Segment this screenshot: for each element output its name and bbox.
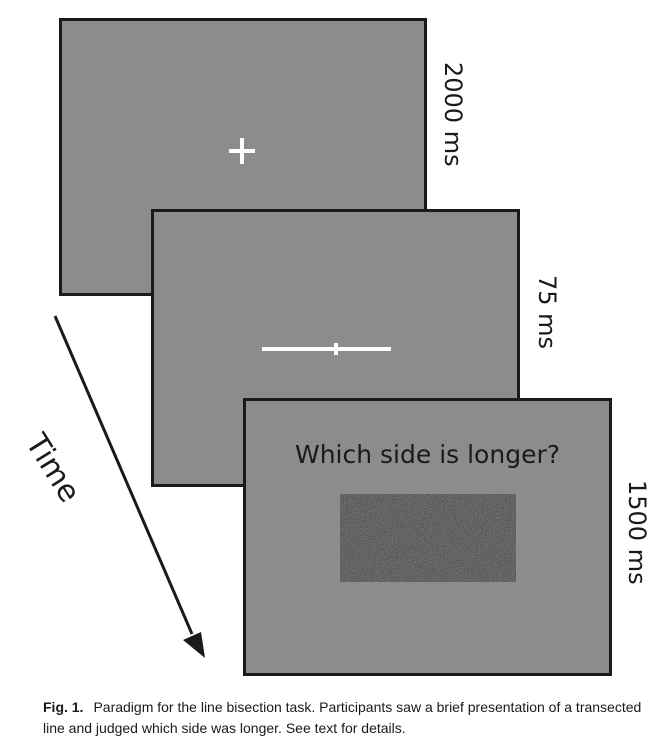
caption-text: Paradigm for the line bisection task. Pa… [43, 699, 642, 736]
figure-caption: Fig. 1.Paradigm for the line bisection t… [43, 697, 658, 739]
response-question: Which side is longer? [294, 440, 560, 469]
transector-mark [334, 343, 338, 355]
caption-label: Fig. 1. [43, 699, 84, 715]
fixation-cross [229, 138, 255, 164]
transected-line [262, 347, 391, 351]
noise-mask [340, 494, 516, 582]
